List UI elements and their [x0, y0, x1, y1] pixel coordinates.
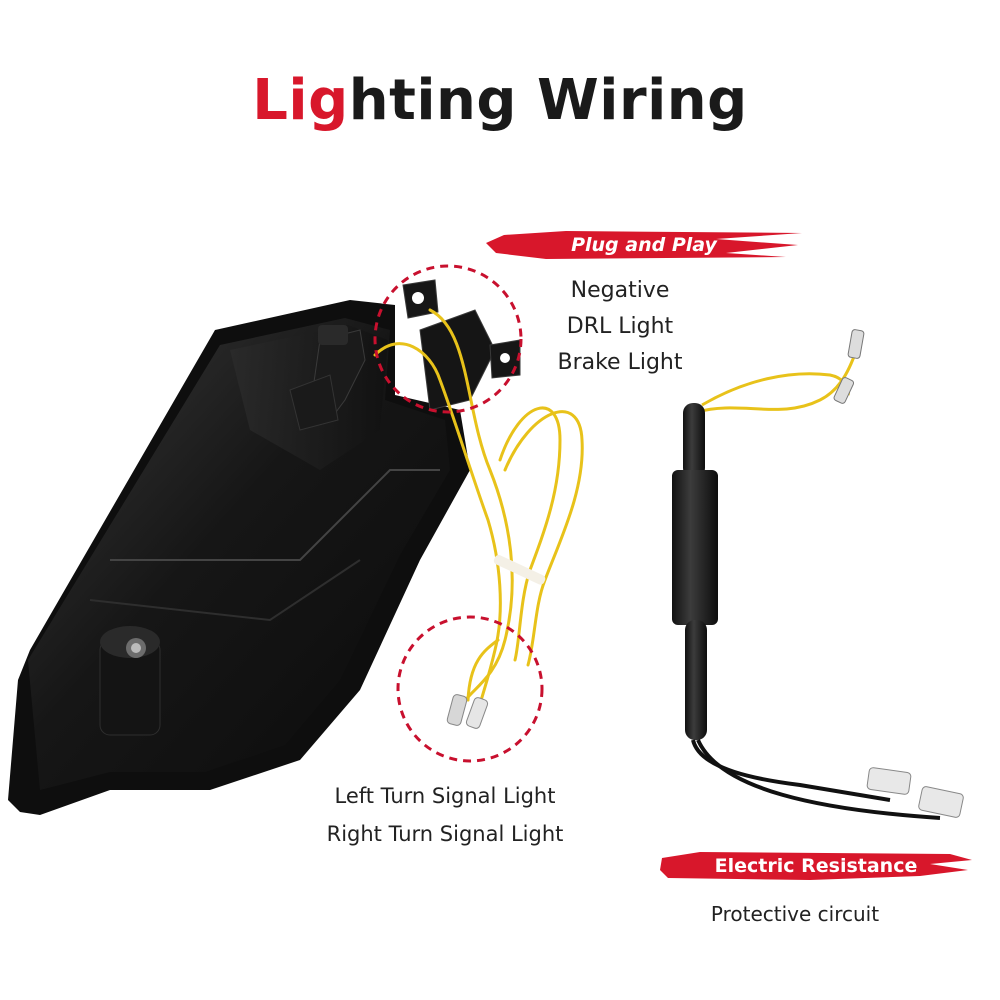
label-brake-light: Brake Light	[557, 350, 683, 375]
highlight-circle-bottom	[396, 615, 544, 763]
label-protective-circuit: Protective circuit	[710, 902, 880, 926]
electric-resistance-label: Electric Resistance	[714, 855, 918, 877]
wire-harness	[373, 308, 584, 714]
page-title: Lighting Wiring	[0, 68, 1000, 133]
plug-and-play-badge: Plug and Play	[486, 227, 802, 263]
protective-circuit-caption: Protective circuit	[660, 896, 930, 932]
plug-and-play-label: Plug and Play	[571, 234, 717, 256]
label-left-turn-signal: Left Turn Signal Light	[334, 784, 556, 808]
bottom-connector-labels: Left Turn Signal Light Right Turn Signal…	[280, 777, 610, 853]
label-negative: Negative	[570, 278, 670, 303]
connector-pins	[446, 694, 489, 729]
title-accent: Lig	[252, 68, 349, 133]
cable-tie	[493, 554, 546, 585]
highlight-circle-top	[373, 264, 523, 414]
electric-resistance-badge: Electric Resistance	[660, 848, 972, 884]
label-drl-light: DRL Light	[566, 314, 674, 339]
title-rest: hting Wiring	[348, 68, 748, 133]
top-connector-labels: Negative DRL Light Brake Light	[520, 273, 720, 381]
label-right-turn-signal: Right Turn Signal Light	[326, 822, 564, 846]
resistor-module-icon	[672, 329, 964, 820]
tail-light-housing-icon	[8, 279, 521, 815]
